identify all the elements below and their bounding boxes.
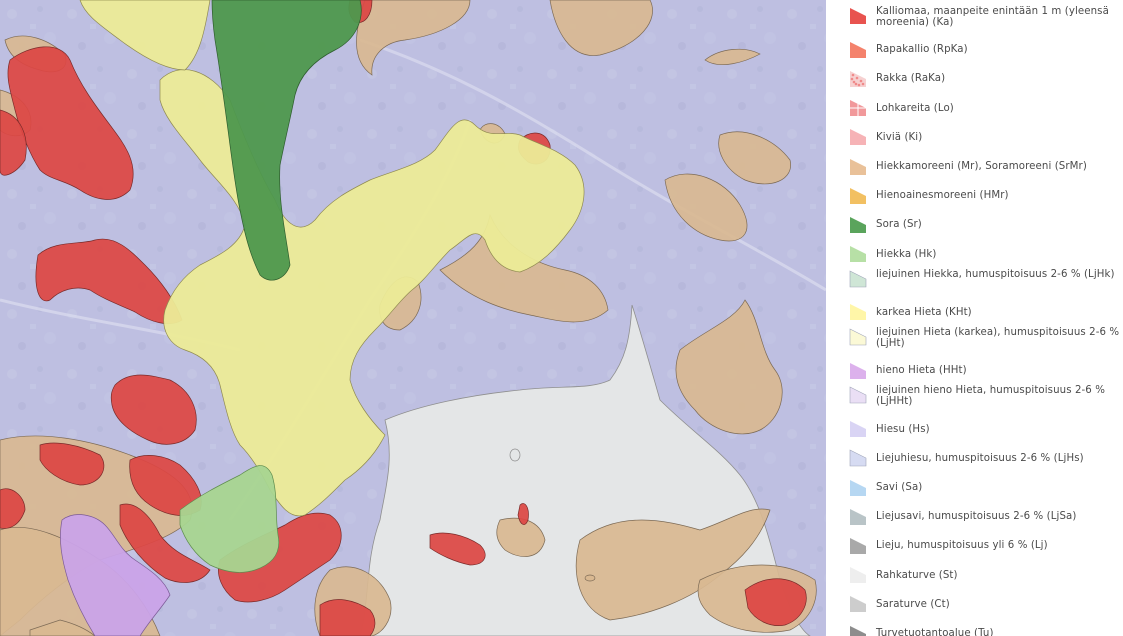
legend-item: Hienoainesmoreeni (HMr) — [849, 181, 1121, 210]
legend-swatch-icon — [850, 625, 866, 636]
legend-label: Lieju, humuspitoisuus yli 6 % (Lj) — [876, 540, 1048, 552]
legend-item: Savi (Sa) — [849, 473, 1121, 502]
coarse-fine-sand-area[interactable] — [159, 69, 585, 517]
legend-label: Lohkareita (Lo) — [876, 102, 954, 114]
soil-map-canvas[interactable] — [0, 0, 826, 636]
map-legend: Kalliomaa, maanpeite enintään 1 m (yleen… — [849, 6, 1121, 636]
legend-item: Rahkaturve (St) — [849, 561, 1121, 590]
legend-swatch-icon — [850, 70, 866, 87]
legend-label: karkea Hieta (KHt) — [876, 306, 972, 318]
legend-label: Sora (Sr) — [876, 219, 922, 231]
legend-swatch-icon — [850, 8, 866, 24]
soil-map[interactable] — [0, 0, 826, 636]
legend-swatch-icon — [850, 508, 866, 525]
legend-swatch-icon — [850, 129, 866, 146]
legend-label: liejuinen hieno Hieta, humuspitoisuus 2-… — [876, 385, 1106, 408]
fine-fine-sand-area[interactable] — [60, 514, 171, 636]
legend-label: Kiviä (Ki) — [876, 131, 923, 143]
legend-item: Hiesu (Hs) — [849, 415, 1121, 444]
legend-swatch-icon — [850, 479, 866, 496]
legend-label: hieno Hieta (HHt) — [876, 365, 967, 377]
legend-item: Sora (Sr) — [849, 210, 1121, 239]
rock-areas[interactable] — [0, 0, 807, 636]
island-2 — [584, 574, 596, 582]
legend-item: Lohkareita (Lo) — [849, 94, 1121, 123]
legend-swatch-icon — [850, 41, 866, 58]
legend-swatch-icon — [850, 567, 866, 584]
legend-swatch-icon — [850, 304, 866, 321]
legend-item: Kiviä (Ki) — [849, 123, 1121, 152]
legend-item: hieno Hieta (HHt) — [849, 356, 1121, 385]
legend-label: Kalliomaa, maanpeite enintään 1 m (yleen… — [876, 6, 1109, 28]
legend-swatch-icon — [850, 216, 866, 233]
legend-label: Savi (Sa) — [876, 482, 923, 494]
legend-item: Rakka (RaKa) — [849, 64, 1121, 93]
legend-swatch-icon — [850, 187, 866, 204]
legend-item: liejuinen hieno Hieta, humuspitoisuus 2-… — [849, 385, 1121, 414]
sand-area[interactable] — [179, 465, 280, 573]
legend-label: Liejusavi, humuspitoisuus 2-6 % (LjSa) — [876, 511, 1077, 523]
legend-label: Hiesu (Hs) — [876, 423, 930, 435]
legend-label: liejuinen Hiekka, humuspitoisuus 2-6 % (… — [876, 268, 1115, 280]
legend-label: Liejuhiesu, humuspitoisuus 2-6 % (LjHs) — [876, 452, 1084, 464]
legend-swatch-icon — [849, 328, 867, 346]
legend-label: Hienoainesmoreeni (HMr) — [876, 190, 1009, 202]
legend-item: Turvetuotantoalue (Tu) — [849, 619, 1121, 636]
legend-item: Liejusavi, humuspitoisuus 2-6 % (LjSa) — [849, 502, 1121, 531]
legend-label: Rahkaturve (St) — [876, 569, 958, 581]
legend-label: Rakka (RaKa) — [876, 73, 946, 85]
legend-swatch-icon — [850, 100, 866, 117]
legend-swatch-icon — [850, 537, 866, 554]
legend-item: liejuinen Hieta (karkea), humuspitoisuus… — [849, 327, 1121, 356]
legend-swatch-icon — [849, 270, 867, 287]
legend-swatch-icon — [850, 596, 866, 613]
legend-item: liejuinen Hiekka, humuspitoisuus 2-6 % (… — [849, 269, 1121, 298]
legend-item: Rapakallio (RpKa) — [849, 35, 1121, 64]
legend-item: Saraturve (Ct) — [849, 590, 1121, 619]
coarse-fine-sand-area-2[interactable] — [79, 0, 211, 71]
legend-swatch-icon — [850, 421, 866, 438]
island — [509, 448, 521, 462]
legend-item: Kalliomaa, maanpeite enintään 1 m (yleen… — [849, 6, 1121, 35]
legend-label: liejuinen Hieta (karkea), humuspitoisuus… — [876, 327, 1120, 350]
legend-item: Lieju, humuspitoisuus yli 6 % (Lj) — [849, 531, 1121, 560]
legend-swatch-icon — [849, 386, 867, 404]
legend-item: karkea Hieta (KHt) — [849, 298, 1121, 327]
legend-label: Hiekkamoreeni (Mr), Soramoreeni (SrMr) — [876, 161, 1087, 173]
legend-label: Rapakallio (RpKa) — [876, 44, 968, 56]
legend-item: Hiekka (Hk) — [849, 240, 1121, 269]
legend-swatch-icon — [849, 449, 867, 467]
legend-label: Saraturve (Ct) — [876, 598, 950, 610]
legend-item: Liejuhiesu, humuspitoisuus 2-6 % (LjHs) — [849, 444, 1121, 473]
legend-swatch-icon — [850, 246, 866, 263]
legend-item: Hiekkamoreeni (Mr), Soramoreeni (SrMr) — [849, 152, 1121, 181]
legend-swatch-icon — [850, 158, 866, 175]
legend-swatch-icon — [850, 362, 866, 379]
legend-label: Hiekka (Hk) — [876, 248, 937, 260]
gravel-area[interactable] — [211, 0, 362, 281]
legend-label: Turvetuotantoalue (Tu) — [876, 628, 994, 636]
